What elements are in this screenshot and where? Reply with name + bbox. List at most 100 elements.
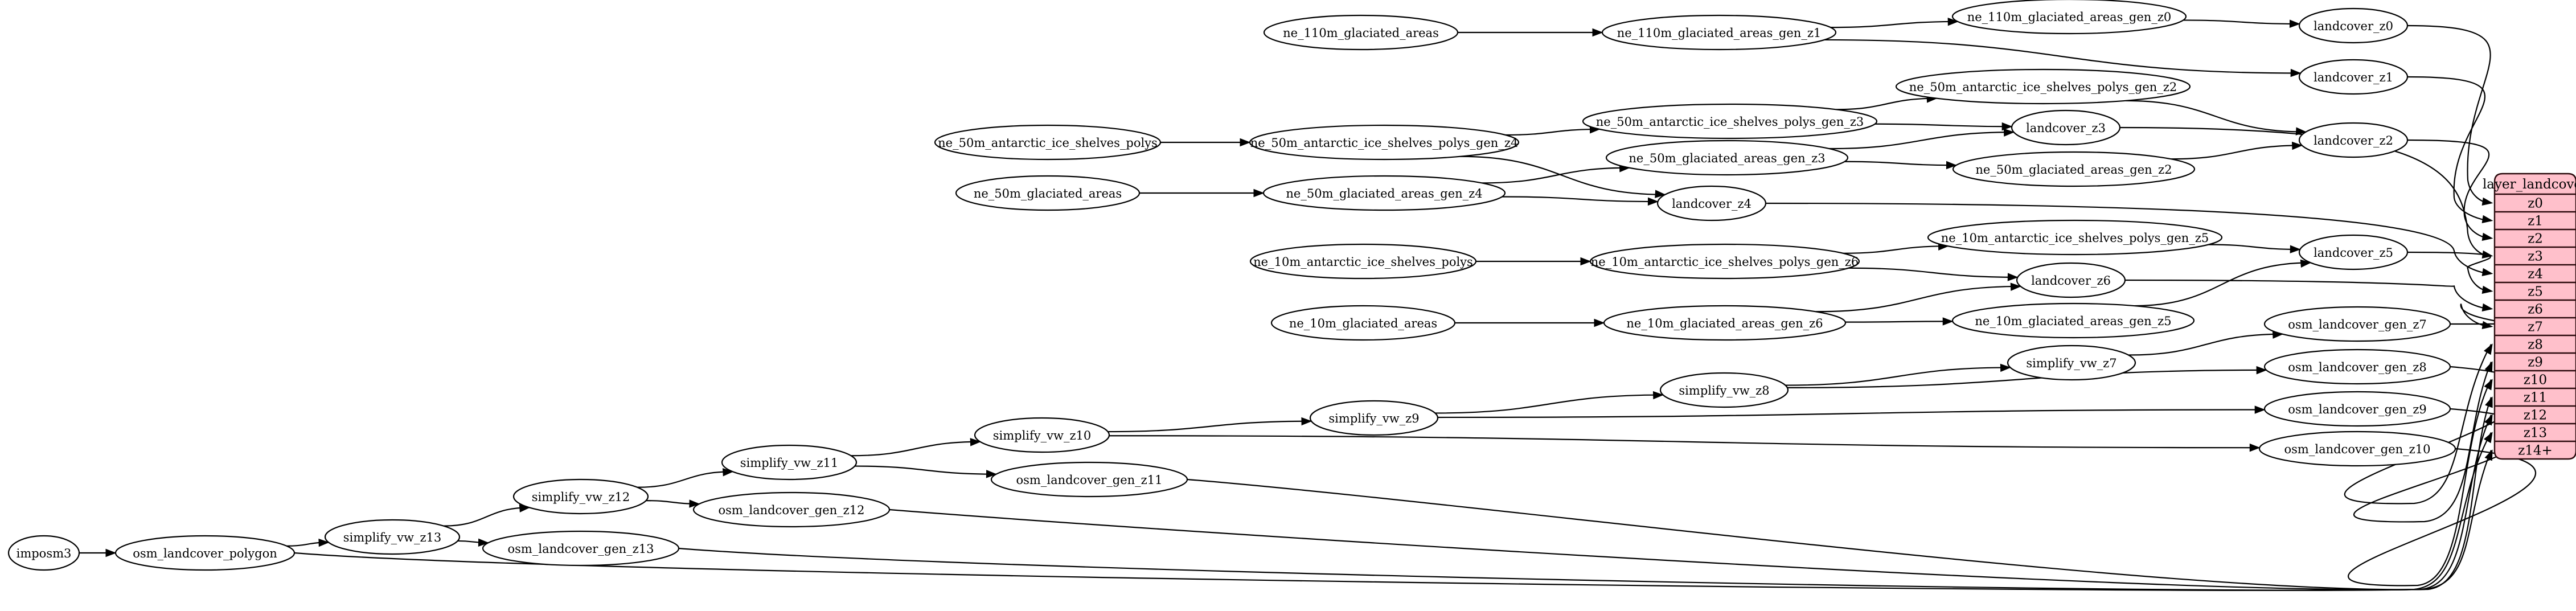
node-imposm3[interactable]: imposm3 (7, 535, 80, 571)
edge-ne_50m_glaciated_areas_gen_z4-to-ne_50m_glaciated_areas_gen_z3 (1482, 167, 1630, 184)
node-landcover_z3[interactable]: landcover_z3 (2011, 109, 2121, 146)
node-label: osm_landcover_gen_z10 (2284, 442, 2431, 456)
edge-ne_10m_antarctic_ice_shelves_polys_gen_z6-to-landcover_z6 (1848, 267, 2018, 278)
record-node-layer-landcover[interactable]: layer_landcoverz0z1z2z3z4z5z6z7z8z9z10z1… (2483, 173, 2576, 460)
node-landcover_z2[interactable]: landcover_z2 (2298, 122, 2409, 158)
node-osm_landcover_gen_z12[interactable]: osm_landcover_gen_z12 (692, 491, 891, 528)
edge-arrowhead (2484, 343, 2493, 355)
edge-landcover_z5-to-layer_landcover-z5 (2407, 251, 2492, 292)
node-simplify_vw_z13[interactable]: simplify_vw_z13 (324, 519, 461, 555)
record-cell-z7[interactable]: z7 (2528, 320, 2543, 335)
node-shape (1895, 68, 2191, 105)
node-landcover_z4[interactable]: landcover_z4 (1656, 185, 1767, 222)
edge-arrowhead (1240, 138, 1251, 147)
node-landcover_z1[interactable]: landcover_z1 (2298, 59, 2409, 95)
node-label: simplify_vw_z12 (532, 490, 630, 504)
node-shape (2298, 234, 2409, 270)
node-ne_50m_antarctic_ice_shelves_polys_gen_z3[interactable]: ne_50m_antarctic_ice_shelves_polys_gen_z… (1582, 103, 1878, 140)
record-cell-z10[interactable]: z10 (2524, 373, 2547, 388)
edge-arrowhead (2481, 197, 2493, 206)
node-simplify_vw_z7[interactable]: simplify_vw_z7 (2007, 345, 2136, 381)
node-ne_110m_glaciated_areas_gen_z0[interactable]: ne_110m_glaciated_areas_gen_z0 (1951, 0, 2187, 35)
edge-arrowhead (2007, 273, 2019, 281)
node-ne_50m_glaciated_areas_gen_z4[interactable]: ne_50m_glaciated_areas_gen_z4 (1262, 175, 1506, 211)
edge-arrowhead (986, 470, 997, 478)
node-simplify_vw_z8[interactable]: simplify_vw_z8 (1659, 372, 1789, 408)
record-cell-z1[interactable]: z1 (2528, 214, 2543, 229)
node-landcover_z5[interactable]: landcover_z5 (2298, 234, 2409, 270)
edge-arrowhead (2484, 379, 2493, 391)
node-shape (482, 530, 680, 567)
record-cell-z14plus[interactable]: z14+ (2518, 444, 2553, 458)
node-ne_50m_glaciated_areas[interactable]: ne_50m_glaciated_areas (955, 175, 1141, 211)
edge-ne_50m_antarctic_ice_shelves_polys_gen_z4-to-landcover_z4 (1460, 155, 1666, 195)
edge-arrowhead (2484, 432, 2493, 444)
node-ne_110m_glaciated_areas[interactable]: ne_110m_glaciated_areas (1263, 14, 1459, 51)
node-shape (2263, 348, 2451, 385)
node-shape (2011, 109, 2121, 146)
node-osm_landcover_gen_z10[interactable]: osm_landcover_gen_z10 (2258, 430, 2456, 467)
edge-arrowhead (1946, 161, 1957, 170)
node-ne_50m_antarctic_ice_shelves_polys_gen_z4[interactable]: ne_50m_antarctic_ice_shelves_polys_gen_z… (1249, 124, 1520, 161)
record-cell-z0[interactable]: z0 (2528, 196, 2543, 211)
node-landcover_z0[interactable]: landcover_z0 (2298, 7, 2409, 44)
edge-ne_10m_glaciated_areas_gen_z6-to-landcover_z6 (1815, 285, 2021, 313)
node-landcover_z6[interactable]: landcover_z6 (2016, 262, 2126, 298)
record-cell-z4[interactable]: z4 (2528, 267, 2543, 282)
node-label: landcover_z4 (1672, 197, 1751, 211)
node-label: ne_50m_glaciated_areas_gen_z4 (1286, 187, 1482, 200)
node-ne_10m_glaciated_areas_gen_z5[interactable]: ne_10m_glaciated_areas_gen_z5 (1951, 302, 2195, 339)
record-cell-z8[interactable]: z8 (2528, 338, 2543, 352)
node-ne_10m_glaciated_areas_gen_z6[interactable]: ne_10m_glaciated_areas_gen_z6 (1603, 305, 1847, 341)
node-label: simplify_vw_z10 (993, 429, 1092, 442)
edge-arrowhead (2481, 321, 2493, 330)
edge-simplify_vw_z9-to-simplify_vw_z8 (1435, 394, 1663, 414)
node-ne_10m_antarctic_ice_shelves_polys[interactable]: ne_10m_antarctic_ice_shelves_polys (1249, 243, 1477, 280)
node-label: ne_10m_glaciated_areas_gen_z5 (1975, 314, 2171, 328)
node-label: simplify_vw_z13 (343, 531, 442, 544)
node-ne_50m_antarctic_ice_shelves_polys_gen_z2[interactable]: ne_50m_antarctic_ice_shelves_polys_gen_z… (1895, 68, 2191, 105)
edge-arrowhead (2001, 122, 2013, 131)
node-label: simplify_vw_z11 (740, 456, 839, 470)
node-ne_110m_glaciated_areas_gen_z1[interactable]: ne_110m_glaciated_areas_gen_z1 (1601, 14, 1837, 51)
edge-arrowhead (2481, 215, 2493, 224)
record-cell-z3[interactable]: z3 (2528, 249, 2543, 264)
record-node-body (2493, 173, 2576, 460)
node-shape (114, 535, 296, 571)
edge-arrowhead (2254, 405, 2266, 414)
record-cell-z6[interactable]: z6 (2528, 302, 2543, 317)
node-osm_landcover_gen_z13[interactable]: osm_landcover_gen_z13 (482, 530, 680, 567)
node-simplify_vw_z11[interactable]: simplify_vw_z11 (721, 444, 858, 481)
node-simplify_vw_z12[interactable]: simplify_vw_z12 (512, 478, 649, 515)
node-simplify_vw_z10[interactable]: simplify_vw_z10 (974, 417, 1110, 453)
record-cell-z13[interactable]: z13 (2524, 426, 2547, 441)
node-ne_10m_antarctic_ice_shelves_polys_gen_z6[interactable]: ne_10m_antarctic_ice_shelves_polys_gen_z… (1589, 243, 1860, 280)
edge-arrowhead (1655, 190, 1666, 198)
node-ne_50m_glaciated_areas_gen_z2[interactable]: ne_50m_glaciated_areas_gen_z2 (1952, 151, 2196, 187)
node-ne_10m_antarctic_ice_shelves_polys_gen_z5[interactable]: ne_10m_antarctic_ice_shelves_polys_gen_z… (1927, 219, 2223, 256)
record-cell-z2[interactable]: z2 (2528, 232, 2543, 247)
edge-arrowhead (2484, 414, 2493, 426)
edge-arrowhead (1580, 257, 1591, 266)
node-shape (1951, 302, 2195, 339)
node-ne_50m_glaciated_areas_gen_z3[interactable]: ne_50m_glaciated_areas_gen_z3 (1605, 140, 1849, 176)
node-shape (1270, 305, 1456, 341)
edge-ne_50m_glaciated_areas_gen_z3-to-ne_50m_glaciated_areas_gen_z2 (1844, 161, 1956, 166)
record-cell-z5[interactable]: z5 (2528, 285, 2543, 300)
node-osm_landcover_gen_z8[interactable]: osm_landcover_gen_z8 (2263, 348, 2451, 385)
node-osm_landcover_polygon[interactable]: osm_landcover_polygon (114, 535, 296, 571)
edge-ne_50m_antarctic_ice_shelves_polys_gen_z4-to-ne_50m_antarctic_ice_shelves_polys_gen_z3 (1505, 128, 1600, 136)
edge-arrowhead (2249, 443, 2261, 452)
node-ne_50m_antarctic_ice_shelves_polys[interactable]: ne_50m_antarctic_ice_shelves_polys (934, 124, 1162, 161)
edge-landcover_z0-to-layer_landcover-z0 (2407, 24, 2492, 204)
record-cell-z12[interactable]: z12 (2524, 408, 2547, 423)
node-label: ne_10m_antarctic_ice_shelves_polys_gen_z… (1591, 255, 1859, 269)
record-cell-z9[interactable]: z9 (2528, 355, 2543, 370)
node-osm_landcover_gen_z11[interactable]: osm_landcover_gen_z11 (990, 461, 1188, 498)
record-cell-z11[interactable]: z11 (2524, 391, 2547, 405)
record-node-layer: layer_landcoverz0z1z2z3z4z5z6z7z8z9z10z1… (2483, 173, 2576, 460)
node-osm_landcover_gen_z7[interactable]: osm_landcover_gen_z7 (2263, 306, 2451, 342)
node-ne_10m_glaciated_areas[interactable]: ne_10m_glaciated_areas (1270, 305, 1456, 341)
node-simplify_vw_z9[interactable]: simplify_vw_z9 (1309, 400, 1439, 436)
node-osm_landcover_gen_z9[interactable]: osm_landcover_gen_z9 (2263, 391, 2451, 427)
